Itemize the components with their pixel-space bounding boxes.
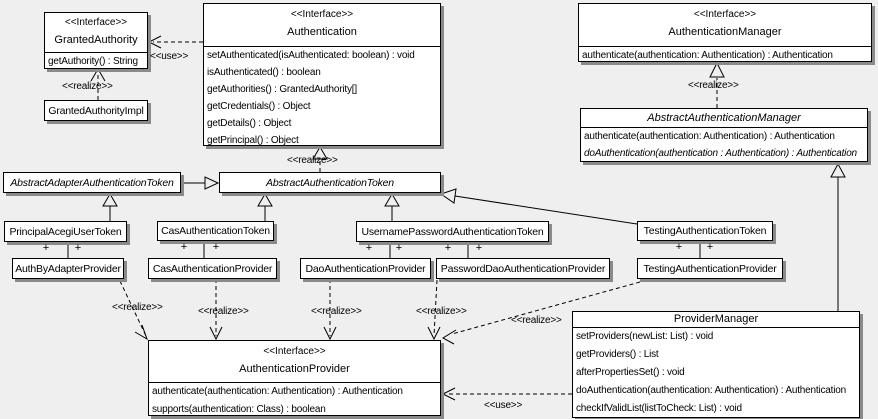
stereotype-label: <<Interface>> [64, 17, 128, 28]
multiplicity-plus: + [675, 241, 683, 253]
class-name: AbstractAdapterAuthenticationToken [10, 176, 174, 189]
generalization-cas-token-to-abstract-token [257, 193, 273, 221]
class-name: Authentication [287, 26, 357, 38]
method-row: getAuthorities() : GrantedAuthority[] [207, 84, 357, 95]
class-name: PasswordDaoAuthenticationProvider [440, 262, 606, 275]
edge-label-realize: <<realize>> [511, 315, 562, 326]
use-authentication-to-granted-authority [147, 35, 203, 49]
edge-label-realize: <<realize>> [688, 80, 739, 91]
method-row: getAuthority() : String [48, 56, 138, 67]
class-name: GrantedAuthority [54, 34, 138, 46]
realize-granted-authority-impl-to-granted-authority [90, 68, 106, 100]
class-box-authentication: <<Interface>> Authentication setAuthenti… [203, 3, 441, 146]
method-row: checkIfValidList(listToCheck: List) : vo… [576, 403, 742, 414]
generalization-principal-token-to-adapter-token [102, 193, 118, 221]
class-name: AuthenticationManager [668, 26, 782, 38]
class-box-cas-authentication-token: CasAuthenticationToken [157, 221, 274, 241]
multiplicity-plus: + [475, 242, 483, 254]
class-box-dao-authentication-provider: DaoAuthenticationProvider [300, 258, 431, 279]
method-row: getPrincipal() : Object [207, 135, 299, 146]
class-box-authentication-provider: <<Interface>> AuthenticationProvider aut… [148, 340, 441, 416]
class-box-principal-acegi-user-token: PrincipalAcegiUserToken [4, 221, 127, 242]
generalization-testing-token-to-abstract-token [439, 188, 638, 225]
multiplicity-plus: + [180, 241, 188, 253]
class-box-abstract-authentication-manager: AbstractAuthenticationManager authentica… [580, 108, 868, 162]
method-row: doAuthentication(authentication: Authent… [576, 385, 846, 396]
method-row: authenticate(authentication: Authenticat… [582, 50, 833, 61]
class-name: DaoAuthenticationProvider [305, 262, 426, 275]
class-box-granted-authority-impl: GrantedAuthorityImpl [44, 100, 148, 121]
class-box-cas-authentication-provider: CasAuthenticationProvider [148, 258, 277, 279]
edge-label-realize: <<realize>> [416, 306, 467, 317]
edge-label-realize: <<realize>> [311, 306, 362, 317]
realize-testing-provider-to-authentication-provider [442, 281, 641, 345]
stereotype-label: <<Interface>> [693, 9, 757, 20]
stereotype-label: <<Interface>> [263, 346, 326, 357]
class-name: PrincipalAcegiUserToken [9, 225, 122, 238]
class-name: AbstractAuthenticationToken [266, 176, 394, 189]
class-name: GrantedAuthorityImpl [48, 104, 144, 117]
class-name: CasAuthenticationToken [161, 225, 270, 237]
method-row: getCredentials() : Object [207, 101, 311, 112]
realize-authbyadapter-to-authentication-provider [119, 280, 148, 341]
class-box-abstract-authentication-token: AbstractAuthenticationToken [219, 172, 441, 193]
method-row: getProviders() : List [576, 349, 659, 360]
multiplicity-plus: + [365, 242, 373, 254]
realize-passworddao-provider-to-authentication-provider [427, 279, 441, 341]
class-box-provider-manager: ProviderManager setProviders(newList: Li… [572, 311, 860, 418]
method-row: authenticate(authentication: Authenticat… [152, 386, 403, 397]
multiplicity-plus: + [74, 242, 82, 254]
multiplicity-plus: + [444, 242, 452, 254]
method-row: getDetails() : Object [207, 118, 292, 129]
class-name: ProviderManager [673, 313, 759, 325]
use-provider-manager-to-authentication-provider [441, 387, 572, 401]
multiplicity-plus: + [212, 241, 220, 253]
edge-label-realize: <<realize>> [62, 81, 113, 92]
edge-label-realize: <<realize>> [287, 155, 338, 166]
method-row: authenticate(authentication: Authenticat… [584, 131, 835, 142]
class-box-auth-by-adapter-provider: AuthByAdapterProvider [12, 258, 124, 279]
class-name: TestingAuthenticationToken [643, 225, 767, 237]
method-row: setProviders(newList: List) : void [576, 331, 714, 342]
multiplicity-plus: + [395, 242, 403, 254]
multiplicity-plus: + [42, 242, 50, 254]
edge-label-use: <<use>> [150, 51, 189, 62]
class-name: AbstractAuthenticationManager [647, 112, 801, 124]
class-name: AuthByAdapterProvider [15, 262, 121, 275]
class-box-authentication-manager: <<Interface>> AuthenticationManager auth… [578, 3, 872, 62]
edge-label-realize: <<realize>> [112, 302, 163, 313]
realize-dao-provider-to-authentication-provider [323, 279, 337, 341]
edge-label-use: <<use>> [484, 400, 523, 411]
class-name: UsernamePasswordAuthenticationToken [361, 225, 544, 238]
realize-cas-provider-to-authentication-provider [209, 279, 223, 341]
class-box-testing-authentication-provider: TestingAuthenticationProvider [637, 258, 783, 279]
stereotype-label: <<Interface>> [290, 9, 354, 20]
method-row: supports(authentication: Class) : boolea… [152, 404, 326, 415]
method-row: doAuthentication(authentication : Authen… [584, 148, 857, 159]
realize-abstract-token-to-authentication [312, 146, 328, 172]
method-row: setAuthenticated(isAuthenticated: boolea… [207, 50, 415, 61]
generalization-usernamepassword-token-to-abstract-token [384, 193, 400, 221]
class-box-username-password-authentication-token: UsernamePasswordAuthenticationToken [356, 221, 549, 242]
class-name: TestingAuthenticationProvider [643, 262, 777, 275]
class-box-abstract-adapter-authentication-token: AbstractAdapterAuthenticationToken [3, 172, 181, 193]
class-name: AuthenticationProvider [239, 363, 350, 375]
realize-abstract-manager-to-authentication-manager [709, 61, 725, 108]
multiplicity-plus: + [706, 241, 714, 253]
method-row: afterPropertiesSet() : void [576, 367, 685, 378]
class-box-password-dao-authentication-provider: PasswordDaoAuthenticationProvider [436, 258, 610, 279]
class-name: CasAuthenticationProvider [152, 262, 273, 275]
class-box-testing-authentication-token: TestingAuthenticationToken [637, 221, 773, 241]
class-box-granted-authority: <<Interface>> GrantedAuthority getAuthor… [44, 12, 148, 69]
edge-label-realize: <<realize>> [198, 306, 249, 317]
generalization-provider-manager-to-abstract-authentication-manager [830, 162, 846, 311]
generalization-adapter-token-to-abstract-token [181, 176, 220, 190]
method-row: isAuthenticated() : boolean [207, 67, 321, 78]
